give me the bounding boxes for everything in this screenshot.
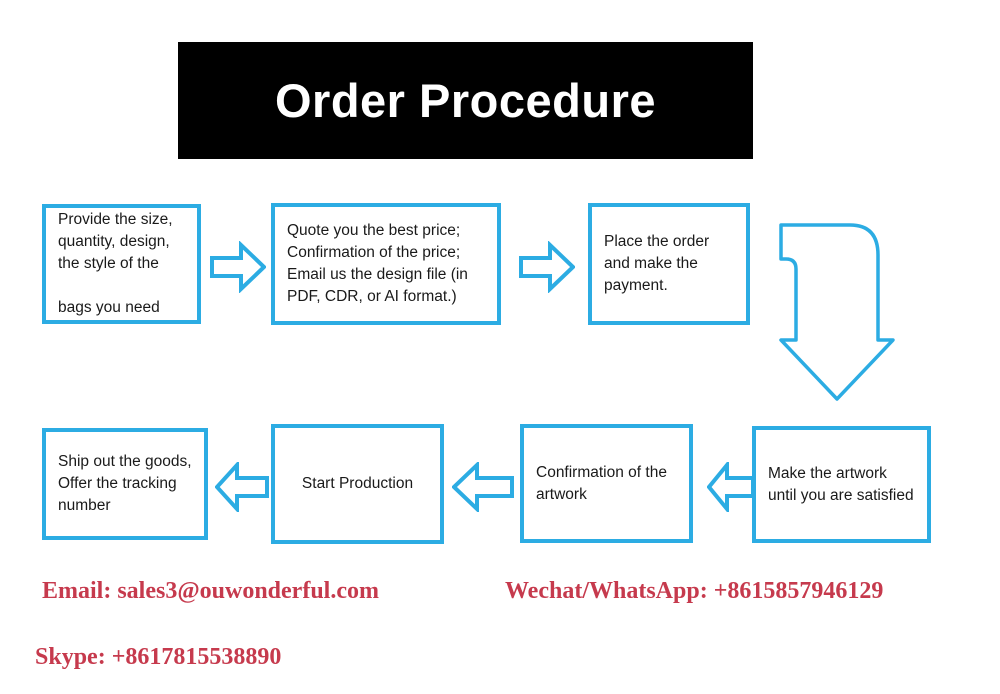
- title-banner: Order Procedure: [178, 42, 753, 159]
- box-provide-details-label: Provide the size, quantity, design, the …: [58, 211, 173, 316]
- arrow-right-icon: [519, 241, 575, 293]
- page-title: Order Procedure: [274, 74, 657, 127]
- box-make-artwork[interactable]: Make the artwork until you are satisfied: [752, 426, 931, 543]
- box-ship-goods[interactable]: Ship out the goods, Offer the tracking n…: [42, 428, 208, 540]
- arrow-left-icon: [452, 462, 514, 512]
- box-place-order[interactable]: Place the order and make the payment.: [588, 203, 750, 325]
- box-ship-goods-label: Ship out the goods, Offer the tracking n…: [58, 453, 192, 514]
- contact-skype: Skype: +8617815538890: [35, 644, 282, 670]
- arrow-left-icon: [707, 462, 755, 512]
- box-start-production[interactable]: Start Production: [271, 424, 444, 544]
- arrow-elbow-down-icon: [779, 223, 895, 401]
- box-confirm-artwork-label: Confirmation of the artwork: [536, 463, 667, 503]
- box-place-order-label: Place the order and make the payment.: [604, 233, 710, 294]
- box-provide-details[interactable]: Provide the size, quantity, design, the …: [42, 204, 201, 324]
- arrow-right-icon: [210, 241, 266, 293]
- box-start-production-label: Start Production: [301, 475, 414, 492]
- box-confirm-artwork[interactable]: Confirmation of the artwork: [520, 424, 693, 543]
- arrow-left-icon: [215, 462, 269, 512]
- box-quote-price-label: Quote you the best price; Confirmation o…: [287, 222, 468, 305]
- contact-wechat-whatsapp: Wechat/WhatsApp: +8615857946129: [505, 578, 884, 604]
- box-make-artwork-label: Make the artwork until you are satisfied: [768, 464, 914, 504]
- contact-email: Email: sales3@ouwonderful.com: [42, 578, 379, 604]
- box-quote-price[interactable]: Quote you the best price; Confirmation o…: [271, 203, 501, 325]
